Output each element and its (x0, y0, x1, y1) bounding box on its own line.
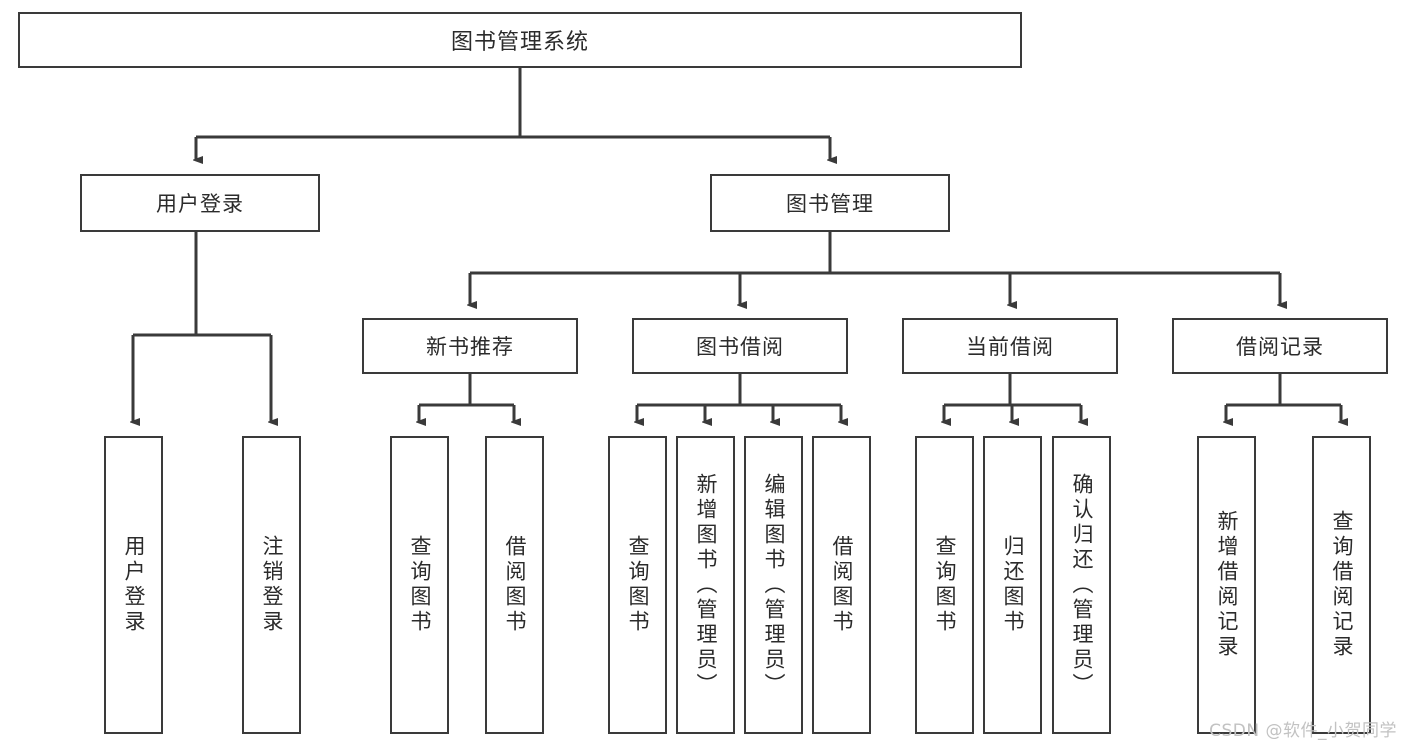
leaf-current-query-book[interactable]: 查询图书 (915, 436, 974, 734)
leaf-borrow-query-book[interactable]: 查询图书 (608, 436, 667, 734)
node-book-borrow[interactable]: 图书借阅 (632, 318, 848, 374)
leaf-current-confirm-return-admin[interactable]: 确认归还（管理员） (1052, 436, 1111, 734)
leaf-borrow-edit-book-admin[interactable]: 编辑图书（管理员） (744, 436, 803, 734)
node-label: 图书管理系统 (450, 30, 589, 55)
leaf-record-query-record[interactable]: 查询借阅记录 (1312, 436, 1371, 734)
leaf-user-login[interactable]: 用户登录 (104, 436, 163, 734)
node-label: 归还图书 (1001, 535, 1025, 635)
node-label: 当前借阅 (966, 335, 1054, 359)
node-label: 用户登录 (156, 192, 244, 216)
node-label: 确认归还（管理员） (1070, 472, 1094, 698)
leaf-borrow-add-book-admin[interactable]: 新增图书（管理员） (676, 436, 735, 734)
node-label: 图书管理 (786, 192, 874, 216)
node-label: 用户登录 (122, 535, 146, 635)
leaf-recommend-borrow-book[interactable]: 借阅图书 (485, 436, 544, 734)
node-label: 查询借阅记录 (1330, 510, 1354, 660)
leaf-current-return-book[interactable]: 归还图书 (983, 436, 1042, 734)
node-label: 新增图书（管理员） (694, 472, 718, 698)
node-root-system[interactable]: 图书管理系统 (18, 12, 1022, 68)
node-label: 编辑图书（管理员） (762, 472, 786, 698)
node-borrow-record[interactable]: 借阅记录 (1172, 318, 1388, 374)
node-label: 查询图书 (408, 535, 432, 635)
node-label: 新增借阅记录 (1215, 510, 1239, 660)
leaf-record-add-record[interactable]: 新增借阅记录 (1197, 436, 1256, 734)
node-book-management[interactable]: 图书管理 (710, 174, 950, 232)
node-label: 注销登录 (260, 535, 284, 635)
node-new-book-recommend[interactable]: 新书推荐 (362, 318, 578, 374)
node-label: 借阅记录 (1236, 335, 1324, 359)
node-label: 查询图书 (626, 535, 650, 635)
node-user-login[interactable]: 用户登录 (80, 174, 320, 232)
leaf-borrow-borrow-book[interactable]: 借阅图书 (812, 436, 871, 734)
node-label: 查询图书 (933, 535, 957, 635)
node-label: 新书推荐 (426, 335, 514, 359)
leaf-recommend-query-book[interactable]: 查询图书 (390, 436, 449, 734)
leaf-user-logout[interactable]: 注销登录 (242, 436, 301, 734)
node-current-borrow[interactable]: 当前借阅 (902, 318, 1118, 374)
node-label: 图书借阅 (696, 335, 784, 359)
node-label: 借阅图书 (830, 535, 854, 635)
node-label: 借阅图书 (503, 535, 527, 635)
